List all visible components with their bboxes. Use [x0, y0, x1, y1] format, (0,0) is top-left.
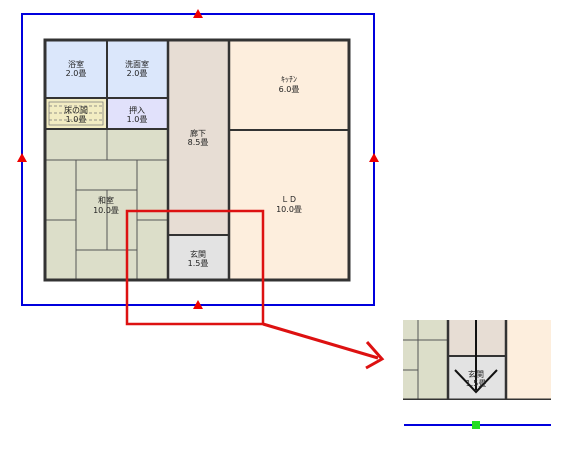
entrance-name: 玄関 [190, 249, 206, 259]
tokonoma-area: 1.0畳 [66, 115, 87, 124]
living-room[interactable] [229, 130, 349, 280]
zoom-entrance-area: 1.5畳 [466, 379, 487, 388]
washroom-area: 2.0畳 [127, 69, 148, 78]
highlight-box[interactable] [125, 209, 265, 326]
kitchen-area: 6.0畳 [279, 85, 300, 94]
washitsu-area: 10.0畳 [93, 206, 119, 215]
hallway-room[interactable] [168, 40, 229, 235]
entrance-room[interactable] [168, 235, 229, 280]
left-marker-triangle[interactable] [17, 153, 27, 162]
bath-name: 浴室 [68, 59, 84, 69]
tatami-lines [45, 129, 168, 280]
bath-room[interactable] [45, 40, 107, 98]
tokonoma-room[interactable] [45, 98, 107, 129]
living-area: 10.0畳 [276, 205, 302, 214]
callout-arrow-head [365, 341, 385, 370]
top-marker-triangle[interactable] [193, 9, 203, 18]
bottom-marker-triangle[interactable] [193, 300, 203, 309]
living-name: ＬＤ [281, 195, 297, 204]
washroom-name: 洗面室 [125, 59, 149, 69]
bath-area: 2.0畳 [66, 69, 87, 78]
closet-name: 押入 [129, 105, 145, 115]
callout-arrow-line [262, 322, 379, 360]
zoom-entrance-name: 玄関 [468, 369, 484, 379]
right-marker-triangle[interactable] [369, 153, 379, 162]
tokonoma-pattern [48, 101, 104, 126]
walls [43, 38, 351, 282]
entrance-arrow-head [454, 369, 498, 394]
zoom-handle[interactable] [472, 421, 480, 429]
kitchen-name: ｷｯﾁﾝ [281, 75, 297, 84]
washitsu-name: 和室 [98, 195, 114, 205]
entrance-area: 1.5畳 [188, 259, 209, 268]
zoom-inset: 玄関 1.5畳 [403, 320, 551, 429]
hallway-area: 8.5畳 [188, 138, 209, 147]
hallway-name: 廊下 [190, 128, 206, 138]
washroom-room[interactable] [107, 40, 168, 98]
tokonoma-name: 床の間 [64, 105, 88, 115]
closet-room[interactable] [107, 98, 168, 129]
kitchen-room[interactable] [229, 40, 349, 130]
closet-area: 1.0畳 [127, 115, 148, 124]
